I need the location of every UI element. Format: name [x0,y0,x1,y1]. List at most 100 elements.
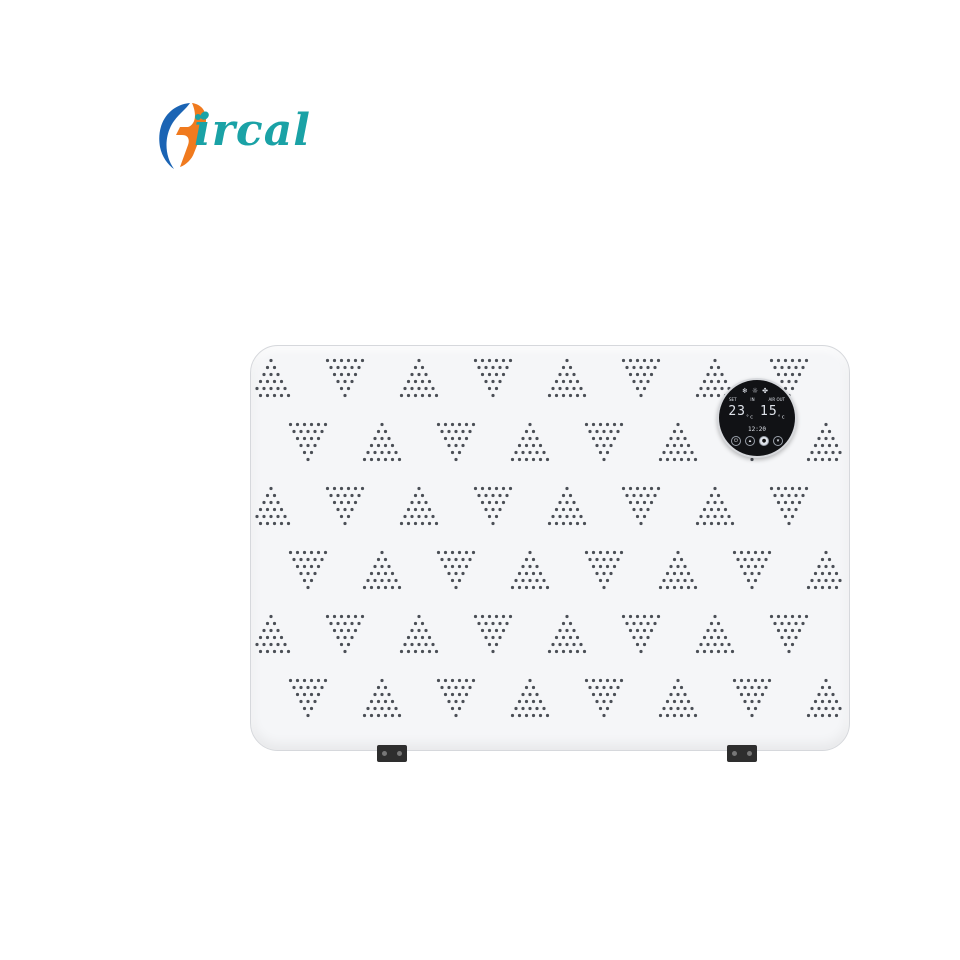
perforation-hole [665,585,670,590]
perforation-hole [535,578,539,583]
perforation-hole [262,386,266,391]
perforation-hole [612,678,617,683]
perforation-hole [635,486,640,491]
perforation-hole [582,649,587,654]
perforation-hole [369,571,374,576]
perforation-hole [780,621,784,626]
perforation-hole [813,713,818,718]
perforation-hole [780,493,784,498]
perforation-hole [679,457,684,462]
perforation-hole [517,571,522,576]
perforation-hole [834,571,839,576]
perforation-hole [804,358,809,363]
perforation-hole [575,379,580,384]
perforation-hole [827,699,832,704]
perforation-hole [783,514,788,519]
perforation-hole [690,450,694,455]
perforation-hole [484,379,488,384]
perforation-hole [709,365,714,370]
perforation-hole [538,443,543,448]
perforation-hole [538,585,543,590]
perforation-hole [457,436,462,441]
perforation-hole [757,557,761,562]
perforation-hole [773,621,777,626]
perforation-hole [420,393,425,398]
perforation-hole [609,699,613,704]
perforation-hole [797,500,802,505]
perforation-hole [353,628,358,633]
perforation-hole [605,578,610,583]
perforation-hole [473,486,478,491]
perforation-hole [369,699,374,704]
perforation-hole [558,372,562,377]
perforation-hole [517,585,522,590]
perforation-hole [743,699,747,704]
perforation-hole [332,486,337,491]
perforation-hole [561,379,566,384]
perforation-hole [471,422,476,427]
control-display[interactable]: ❄☼✤ SET IN AIR OUT 23°c 15°c 12:20 ⏻ ▴ ●… [717,378,797,458]
perforation-hole [572,514,576,519]
display-labels: SET IN AIR OUT [729,397,785,402]
perforation-hole [568,379,573,384]
up-button-icon[interactable]: ▴ [745,436,755,446]
perforation-hole [346,628,351,633]
perforation-hole [464,436,469,441]
perforation-hole [329,365,333,370]
perforation-hole [346,372,351,377]
perforation-hole [716,635,721,640]
perforation-hole [383,699,388,704]
perforation-hole [709,493,714,498]
perforation-hole [746,564,751,569]
perforation-hole [262,514,266,519]
perforation-hole [491,649,495,654]
perforation-hole [551,514,555,519]
perforation-hole [810,450,814,455]
down-button-icon[interactable]: ▾ [773,436,783,446]
power-button-icon[interactable]: ⏻ [731,436,741,446]
perforation-hole [420,621,425,626]
perforation-hole [720,514,724,519]
perforation-hole [276,500,280,505]
perforation-hole [373,706,377,711]
perforation-hole [568,393,573,398]
perforation-hole [424,386,428,391]
perforation-hole [561,493,566,498]
perforation-hole [628,486,633,491]
perforation-hole [272,621,277,626]
snowflake-icon: ❄ [741,387,752,395]
perforation-hole [605,678,610,683]
perforation-hole [508,486,513,491]
perforation-hole [679,429,684,434]
perforation-hole [723,507,728,512]
perforation-hole [343,621,347,626]
perforation-hole [535,706,539,711]
perforation-hole [413,649,418,654]
perforation-hole [262,372,266,377]
perforation-hole [383,429,388,434]
perforation-hole [286,393,291,398]
perforation-hole [265,393,270,398]
perforation-hole [764,557,768,562]
perforation-hole [683,450,687,455]
perforation-hole [535,450,539,455]
perforation-hole [695,649,700,654]
perforation-hole [480,486,485,491]
perforation-hole [628,358,633,363]
perforation-hole [350,365,354,370]
perforation-hole [709,507,714,512]
perforation-hole [679,699,684,704]
perforation-hole [646,635,650,640]
perforation-hole [336,379,340,384]
mode-button-icon[interactable]: ● [759,436,769,446]
perforation-hole [376,571,381,576]
perforation-hole [531,557,536,562]
perforation-hole [713,372,717,377]
perforation-hole [635,358,640,363]
perforation-hole [538,457,543,462]
perforation-hole [639,649,643,654]
perforation-hole [653,365,657,370]
perforation-hole [501,486,506,491]
perforation-hole [332,358,337,363]
perforation-hole [820,685,825,690]
